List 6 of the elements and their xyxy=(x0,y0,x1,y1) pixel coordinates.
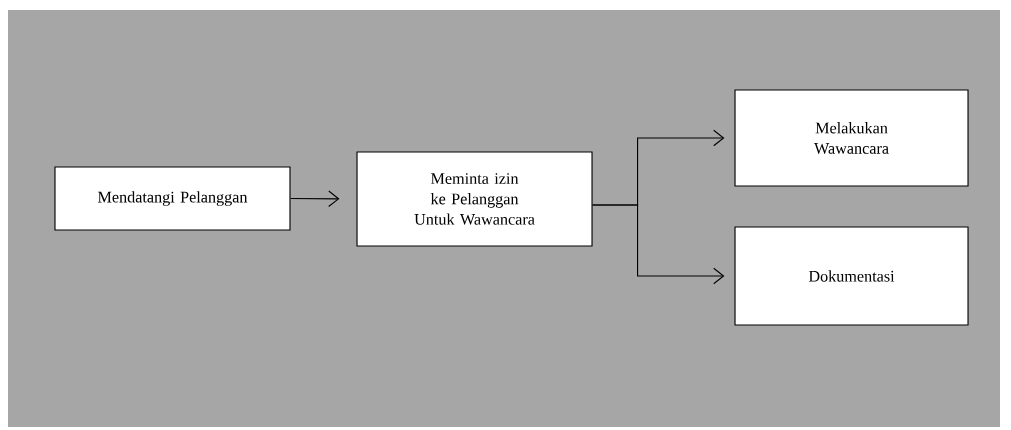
arrow xyxy=(592,204,725,285)
process-box: Melakukan Wawancara xyxy=(734,89,969,187)
process-box: Mendatangi Pelanggan xyxy=(54,166,291,231)
process-box: Meminta izin ke Pelanggan Untuk Wawancara xyxy=(356,151,593,247)
process-box: Dokumentasi xyxy=(734,226,969,326)
arrow xyxy=(290,190,340,208)
